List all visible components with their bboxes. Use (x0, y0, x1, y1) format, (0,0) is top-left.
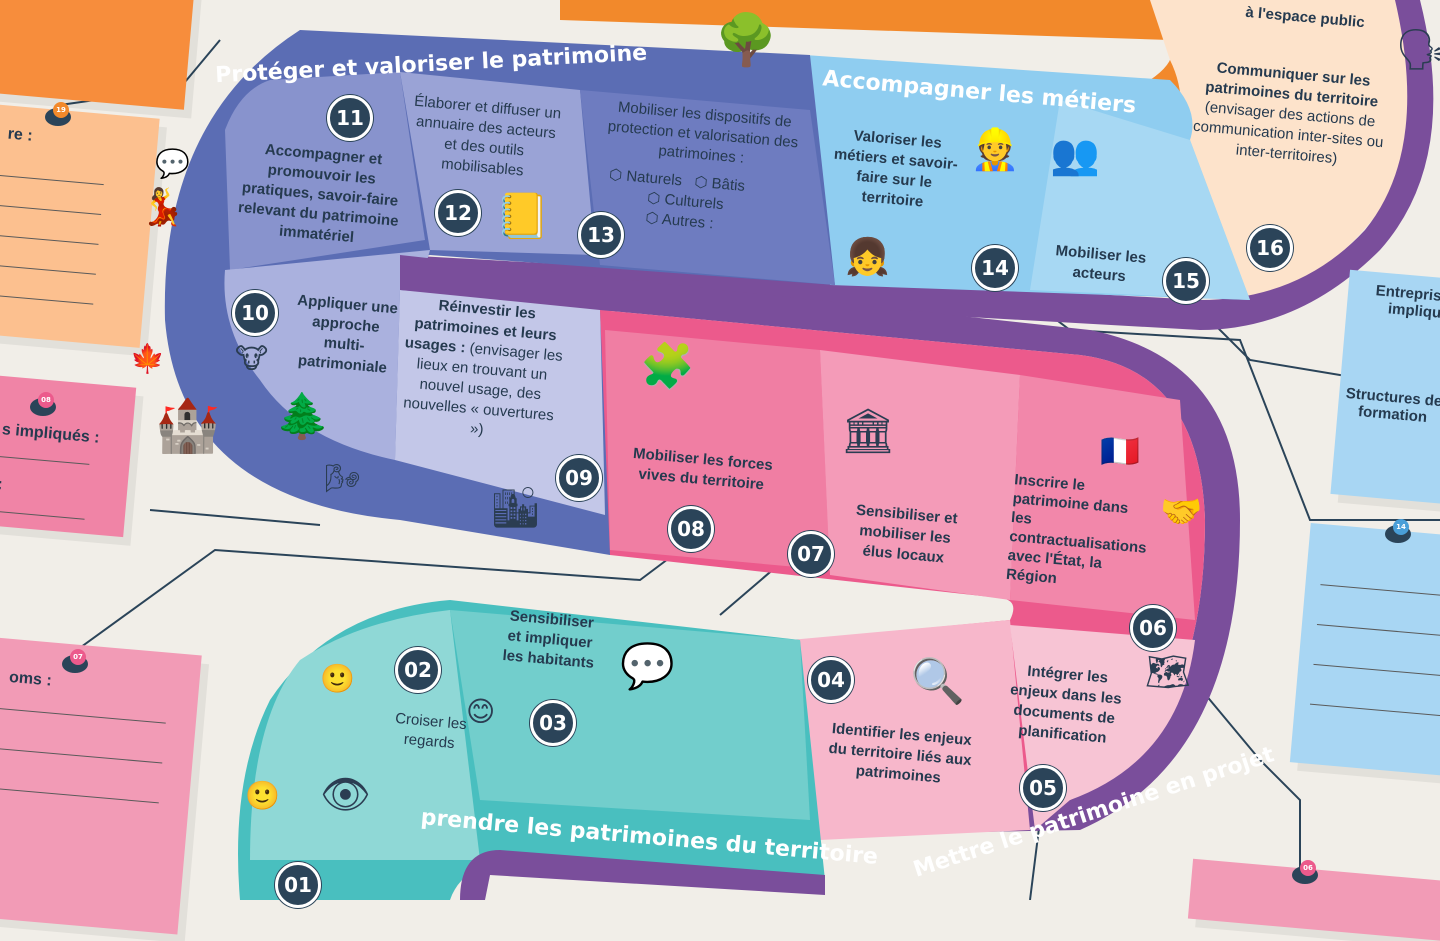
speech-bubble-icon: 💬 (155, 147, 190, 180)
smiley-icon: 🙂 (245, 779, 280, 812)
step-07-text: Sensibiliser et mobiliser les élus locau… (855, 501, 959, 567)
note-left-19[interactable]: re : (0, 102, 160, 348)
note-right-15[interactable]: Entreprises à impliquer Structures de fo… (1330, 269, 1440, 506)
step-06-text: Inscrire le patrimoine dans les contract… (1005, 471, 1148, 588)
shouting-person-icon: 🗣 (1395, 27, 1440, 73)
step-number-02[interactable]: 02 (395, 647, 441, 693)
step-number-03[interactable]: 03 (530, 700, 576, 746)
step-15-text: Mobiliser les acteurs (1054, 242, 1147, 286)
note-label: s impliqués : (1, 421, 101, 447)
step-number-05[interactable]: 05 (1020, 765, 1066, 811)
note-left-08[interactable]: s impliqués : : (0, 372, 137, 538)
windmill-icon: 🌬 (325, 462, 361, 495)
directory-book-icon: 📒 (495, 191, 550, 242)
city-buildings-icon: 🏙 (490, 485, 541, 531)
flags-icon: 🇫🇷 (1100, 432, 1140, 470)
eyes-cycle-icon: 👁 (320, 772, 371, 818)
handshake-document-icon: 🤝 (1160, 492, 1203, 532)
step-number-11[interactable]: 11 (327, 95, 373, 141)
step-03-text: Sensibiliser et impliquer les habitants (501, 607, 595, 672)
step-number-14[interactable]: 14 (972, 245, 1018, 291)
smiley-icon: 🙂 (320, 662, 355, 695)
step-number-10[interactable]: 10 (232, 290, 278, 336)
meeting-table-icon: 🧩 (640, 341, 695, 392)
hands-nature-icon: 🌳 (715, 11, 778, 69)
journey-map-background (59, 0, 1440, 900)
note-label: oms : (8, 668, 53, 690)
smiley-icon: 😊 (466, 695, 496, 728)
note-label-2: : (0, 475, 4, 494)
children-icon: 👧 (845, 237, 890, 278)
trees-icon: 🌲 (275, 391, 330, 442)
pin-07: 07 (62, 649, 88, 673)
step-number-13[interactable]: 13 (578, 212, 624, 258)
option-naturels[interactable]: ⬡ Naturels (608, 166, 683, 190)
territory-magnifier-icon: 🔍 (910, 656, 965, 707)
folk-dancers-icon: 💃 (140, 187, 185, 228)
step-number-06[interactable]: 06 (1130, 605, 1176, 651)
step-number-04[interactable]: 04 (808, 657, 854, 703)
pin-06: 06 (1292, 860, 1318, 884)
leaf-icon: 🍁 (130, 342, 165, 375)
note-right-14[interactable] (1289, 523, 1440, 777)
pin-14: 14 (1385, 519, 1411, 543)
step-number-12[interactable]: 12 (435, 190, 481, 236)
pin-19: 19 (45, 102, 71, 126)
note-left-07[interactable]: oms : (0, 635, 202, 935)
note-left-orange-top (0, 0, 196, 110)
step-11-text: Accompagner et promouvoir les pratiques,… (237, 141, 400, 247)
residents-discussion-icon: 💬 (620, 641, 675, 692)
workers-icon: 👷 (970, 127, 1020, 173)
presentation-icon: 👥 (1050, 132, 1100, 178)
option-batis[interactable]: ⬡ Bâtis (693, 173, 746, 195)
step-number-09[interactable]: 09 (556, 455, 602, 501)
step-12-text: Élaborer et diffuser un annuaire des act… (413, 92, 562, 180)
note-label: Entreprises à impliquer (1375, 282, 1440, 324)
step-09-text: Réinvestir les patrimoines et leurs usag… (402, 297, 564, 439)
step-number-16[interactable]: 16 (1247, 225, 1293, 271)
step-number-08[interactable]: 08 (668, 506, 714, 552)
elected-officials-icon: 🏛 (840, 406, 896, 457)
step-number-07[interactable]: 07 (788, 531, 834, 577)
cow-icon: 🐮 (235, 342, 269, 375)
map-pin-icon: 🗺 (1145, 652, 1191, 693)
step-16-text: Communiquer sur les patrimoines du terri… (1192, 59, 1385, 168)
step-number-15[interactable]: 15 (1163, 258, 1209, 304)
castle-icon: 🏰 (155, 396, 220, 456)
step-05-text: Intégrer les enjeux dans les documents d… (1009, 662, 1123, 747)
pin-08: 08 (30, 392, 56, 416)
step-10-text: Appliquer une approche multi-patrimonial… (296, 291, 399, 377)
step-14-text: Valoriser les métiers et savoir-faire su… (833, 127, 959, 211)
note-label-2: Structures de formation (1345, 384, 1440, 427)
step-number-01[interactable]: 01 (275, 862, 321, 908)
note-label: re : (7, 125, 34, 145)
step-02-text: Croiser les regards (394, 709, 468, 753)
